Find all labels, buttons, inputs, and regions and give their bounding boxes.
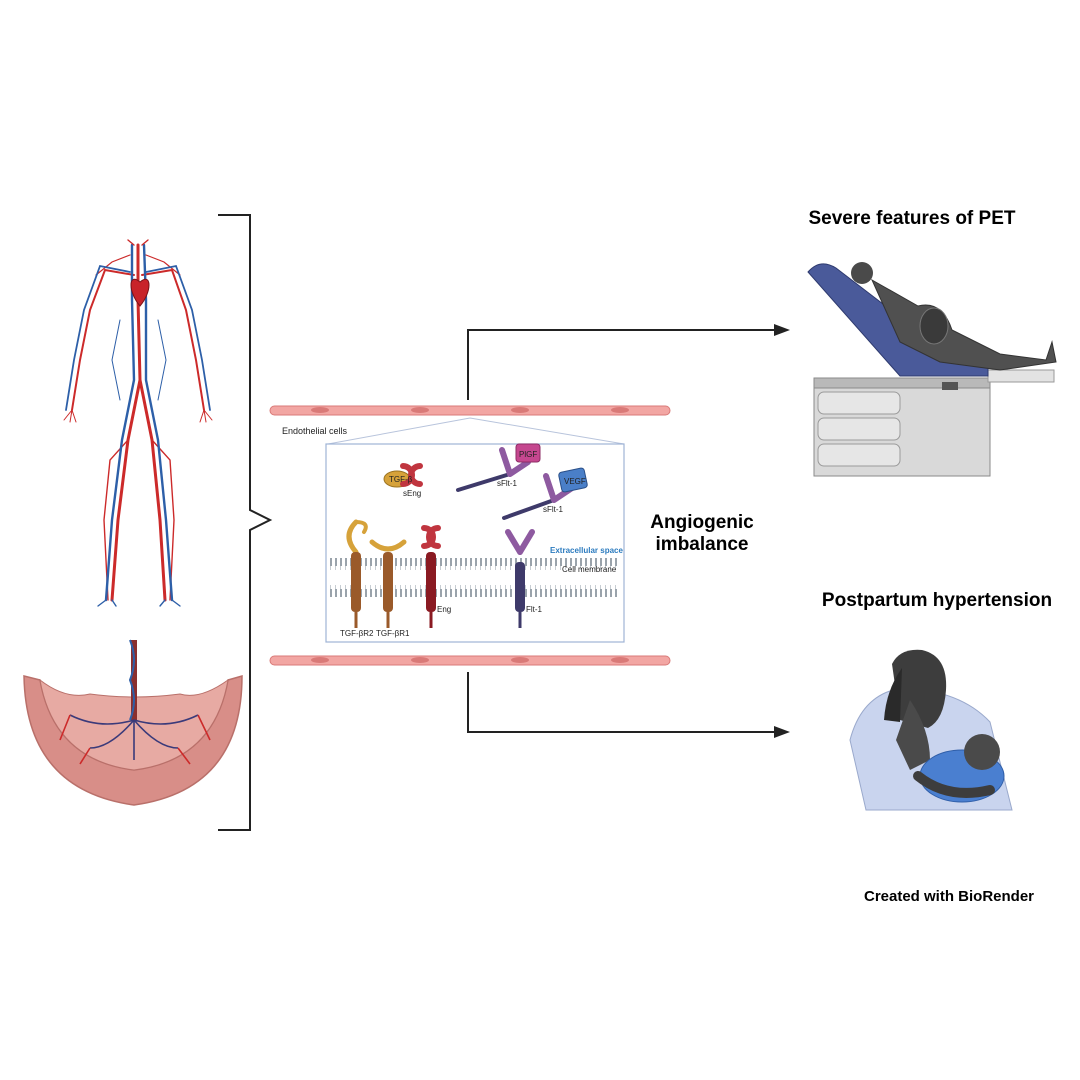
cell-membrane [330, 558, 620, 597]
heart-icon [130, 279, 150, 307]
angiogenic-imbalance-line1: Angiogenic [650, 512, 754, 533]
sflt1-label-a: sFlt-1 [497, 479, 518, 488]
postpartum-title: Postpartum hypertension [822, 590, 1052, 611]
hospital-bed-patient-illustration [807, 262, 1057, 477]
tgf-beta-r2-label: TGF-βR2 [340, 629, 374, 638]
endoglin-receptor [421, 525, 441, 628]
sflt1-plgf-complex [456, 443, 541, 492]
extracellular-space-label: Extracellular space [550, 546, 623, 555]
endothelial-layer-bottom [269, 655, 671, 666]
endothelial-cells-label: Endothelial cells [282, 426, 348, 436]
mother-breastfeeding-illustration [849, 649, 1013, 811]
flt1-receptor [505, 529, 535, 628]
arrow-to-postpartum [467, 672, 790, 738]
endothelial-layer-top [269, 405, 671, 416]
tgf-beta-label: TGF-β [389, 475, 413, 484]
sflt1-vegf-complex [502, 467, 588, 520]
eng-label: Eng [437, 605, 451, 614]
biorender-credit: Created with BioRender [864, 888, 1034, 905]
flt1-label: Flt-1 [526, 605, 543, 614]
tgf-beta-seng-complex [383, 463, 423, 488]
severe-pet-title: Severe features of PET [809, 208, 1016, 229]
grouping-bracket [218, 214, 273, 831]
seng-label: sEng [403, 489, 421, 498]
angiogenic-imbalance-line2: imbalance [656, 534, 749, 555]
tgf-beta-r1-label: TGF-βR1 [376, 629, 410, 638]
sflt1-label-b: sFlt-1 [543, 505, 564, 514]
tgf-beta-r2-receptor [346, 519, 368, 628]
arrow-to-severe-pet [467, 324, 790, 400]
vegf-label: VEGF [564, 477, 586, 486]
vascular-system-illustration [63, 239, 213, 607]
plgf-label: PlGF [519, 450, 537, 459]
cell-membrane-label: Cell membrane [562, 565, 617, 574]
placenta-illustration [23, 639, 243, 806]
tgf-beta-r1-receptor [369, 539, 407, 628]
